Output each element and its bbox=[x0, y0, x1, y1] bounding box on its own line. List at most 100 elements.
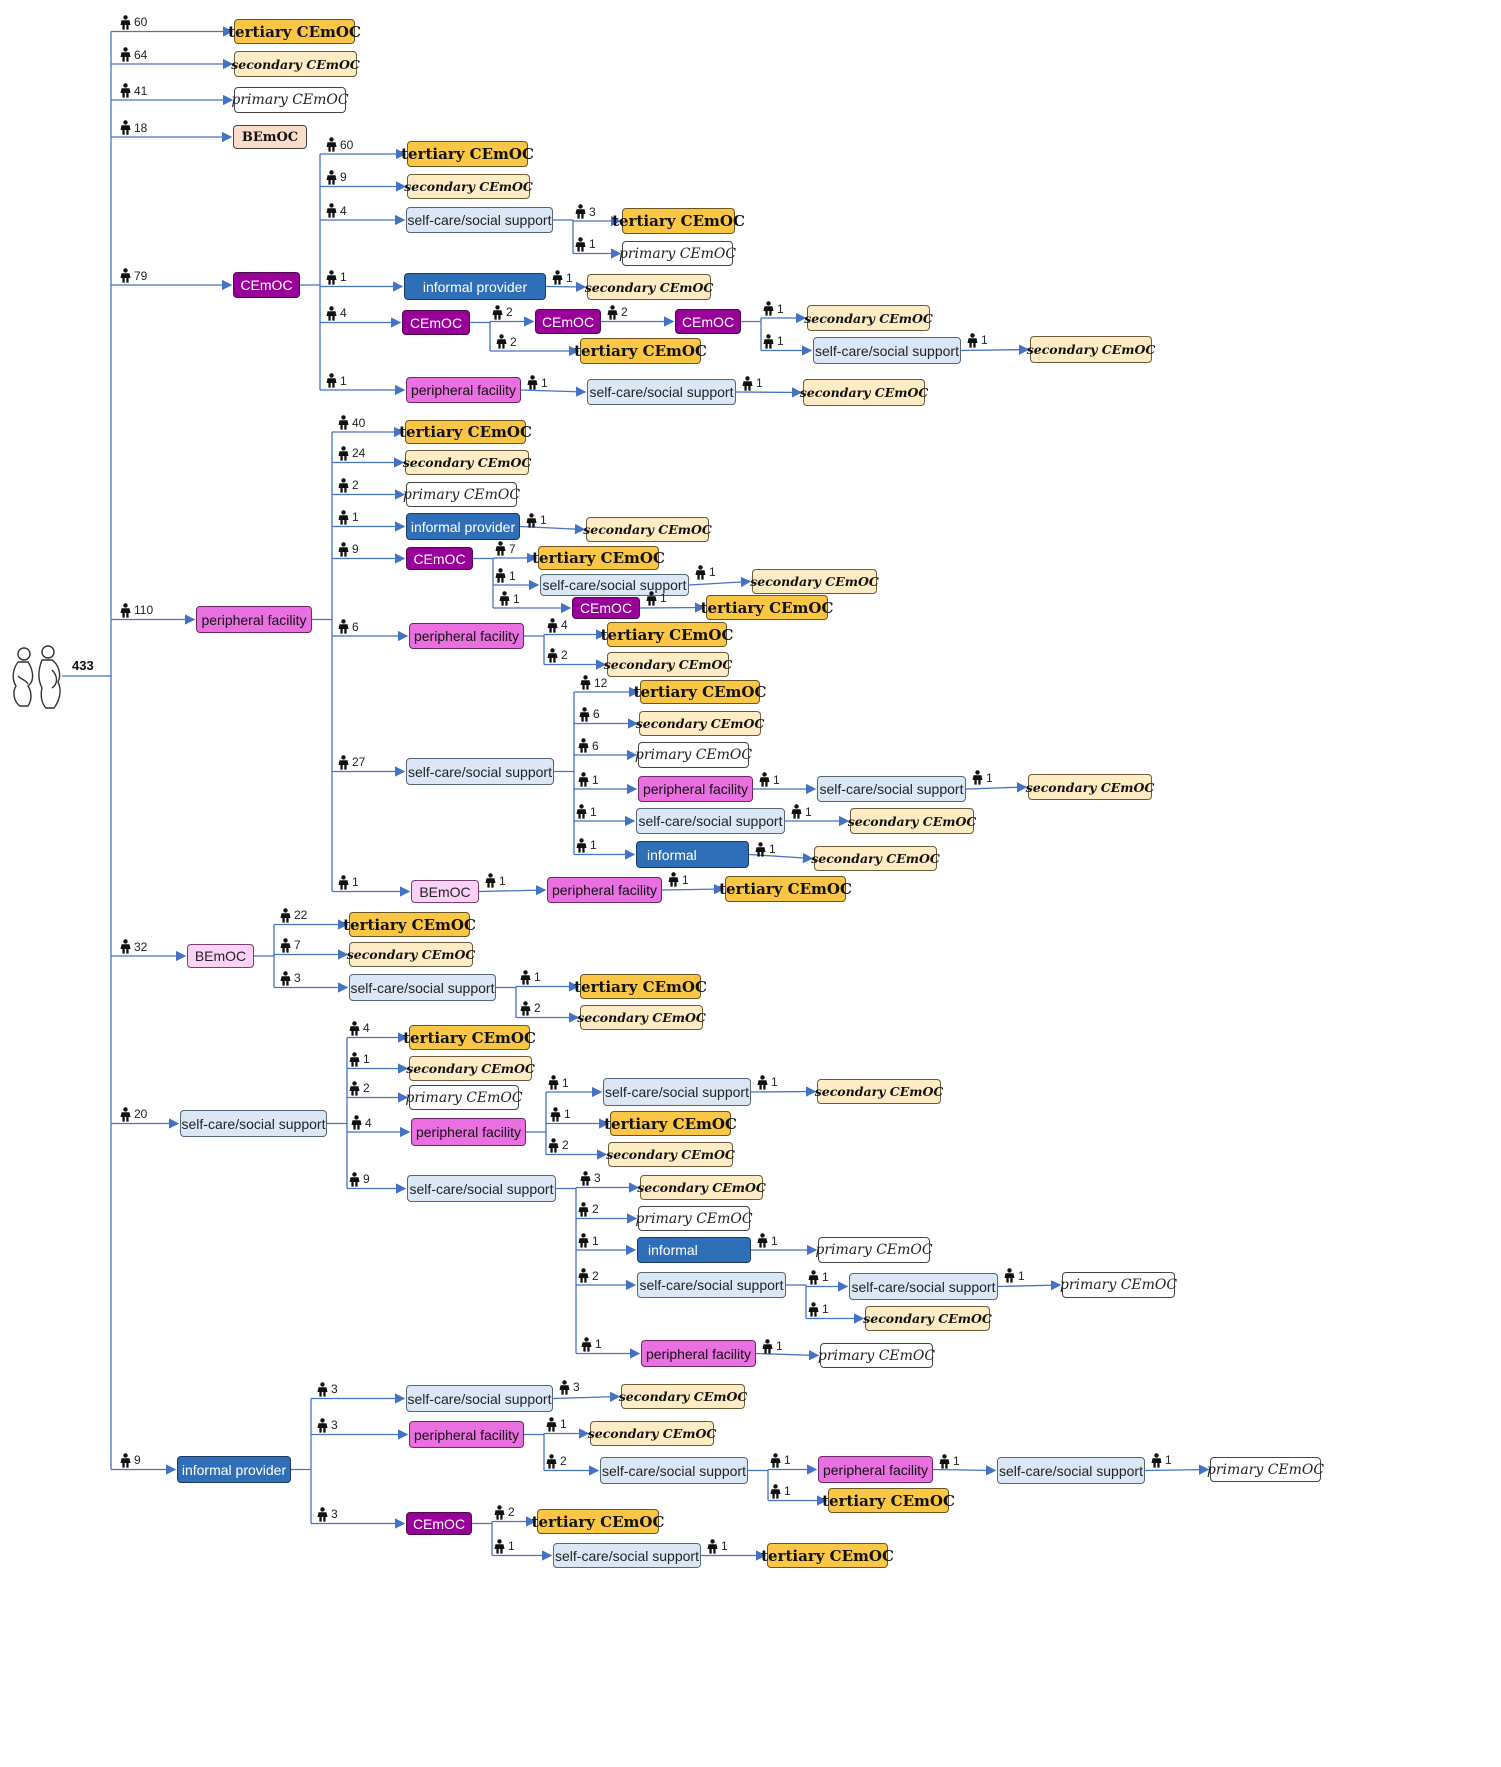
count-value: 4 bbox=[561, 618, 568, 632]
person-icon bbox=[317, 1381, 328, 1397]
count-label-s1: 4 bbox=[349, 1020, 370, 1036]
count-value: 64 bbox=[134, 47, 148, 62]
count-label-p8a1: 1 bbox=[668, 872, 689, 887]
person-icon bbox=[120, 1106, 131, 1122]
node-tertiary-p7a: tertiary CEmOC bbox=[634, 680, 766, 704]
person-icon bbox=[338, 754, 349, 770]
count-value: 7 bbox=[509, 541, 516, 556]
count-value: 3 bbox=[331, 1507, 338, 1521]
person-icon bbox=[120, 268, 131, 283]
node-cemoc-c5: CEmOC bbox=[402, 310, 470, 335]
person-icon bbox=[526, 512, 537, 528]
node-bemoc-b: BEmOC bbox=[187, 944, 254, 968]
count-label-p8a: 1 bbox=[485, 873, 506, 888]
count-value: 1 bbox=[499, 873, 506, 888]
node-cemoc-p5c: CEmOC bbox=[572, 597, 640, 619]
count-value: 1 bbox=[564, 1107, 571, 1121]
node-tertiary-i3b1: tertiary CEmOC bbox=[761, 1543, 894, 1568]
person-icon bbox=[646, 590, 657, 606]
person-icon bbox=[120, 83, 131, 98]
count-value: 32 bbox=[134, 939, 148, 954]
count-label-s3: 2 bbox=[349, 1080, 370, 1096]
count-value: 1 bbox=[777, 334, 784, 348]
node-primary-c3b: primary CEmOC bbox=[619, 241, 736, 266]
person-icon bbox=[546, 1453, 557, 1469]
person-icon bbox=[485, 873, 496, 888]
connector-arrow bbox=[997, 1280, 1062, 1291]
count-label-b1: 22 bbox=[280, 907, 307, 923]
person-icon bbox=[317, 1506, 328, 1522]
count-value: 2 bbox=[592, 1268, 599, 1283]
count-label-b3: 3 bbox=[280, 970, 301, 986]
person-icon bbox=[492, 304, 503, 320]
count-value: 1 bbox=[776, 1339, 783, 1353]
count-label-s4: 4 bbox=[351, 1115, 372, 1130]
person-icon bbox=[578, 738, 589, 753]
count-label-i1a: 3 bbox=[559, 1379, 580, 1395]
count-value: 1 bbox=[513, 591, 520, 606]
count-value: 1 bbox=[773, 772, 780, 787]
node-cemoc-c5a: CEmOC bbox=[535, 309, 601, 334]
count-value: 1 bbox=[822, 1270, 829, 1284]
count-value: 1 bbox=[1165, 1453, 1172, 1467]
count-value: 9 bbox=[134, 1453, 141, 1467]
node-tertiary-p8a1: tertiary CEmOC bbox=[719, 876, 852, 902]
node-primary-a3: primary CEmOC bbox=[231, 87, 349, 113]
node-secondary-c2: secondary CEmOC bbox=[404, 174, 533, 199]
person-icon bbox=[326, 169, 337, 185]
count-value: 3 bbox=[594, 1171, 601, 1185]
node-tertiary-p1: tertiary CEmOC bbox=[399, 420, 532, 444]
count-label-c5a1b1: 1 bbox=[967, 332, 988, 348]
count-value: 2 bbox=[534, 1001, 541, 1015]
count-label-p7e: 1 bbox=[576, 804, 597, 819]
person-icon bbox=[967, 332, 978, 348]
count-label-i: 9 bbox=[120, 1452, 141, 1468]
node-secondary-c4a: secondary CEmOC bbox=[585, 274, 713, 300]
count-label-c4a: 1 bbox=[552, 270, 573, 285]
node-selfcare-p5b: self-care/social support bbox=[540, 574, 689, 596]
person-icon bbox=[338, 874, 349, 890]
person-icon bbox=[576, 804, 587, 819]
person-icon bbox=[499, 591, 510, 606]
count-value: 110 bbox=[134, 603, 154, 617]
node-cemoc-i3: CEmOC bbox=[406, 1512, 472, 1535]
count-label-i2b: 2 bbox=[546, 1453, 567, 1469]
count-value: 7 bbox=[294, 938, 301, 952]
node-tertiary-b1: tertiary CEmOC bbox=[343, 912, 476, 937]
count-value: 1 bbox=[509, 568, 516, 583]
node-selfcare-s5: self-care/social support bbox=[407, 1175, 556, 1202]
count-value: 60 bbox=[134, 15, 148, 29]
node-secondary-c5a1b1: secondary CEmOC bbox=[1027, 336, 1155, 363]
count-label-c1: 60 bbox=[326, 137, 353, 152]
count-value: 60 bbox=[340, 137, 354, 152]
person-icon bbox=[972, 770, 983, 785]
node-primary-i2b1a1: primary CEmOC bbox=[1207, 1457, 1324, 1482]
count-label-s5b: 2 bbox=[578, 1201, 599, 1217]
count-value: 1 bbox=[771, 1233, 778, 1248]
person-icon bbox=[280, 970, 291, 986]
count-label-s5d2: 1 bbox=[808, 1301, 829, 1317]
node-primary-s5d1a: primary CEmOC bbox=[1060, 1272, 1177, 1298]
person-icon bbox=[120, 120, 131, 135]
person-icon bbox=[742, 375, 753, 391]
person-icon bbox=[338, 477, 349, 493]
count-label-p7f: 1 bbox=[576, 837, 597, 853]
total-count: 433 bbox=[72, 658, 94, 673]
person-icon bbox=[546, 1416, 557, 1432]
count-value: 2 bbox=[508, 1505, 515, 1519]
count-value: 6 bbox=[592, 738, 599, 753]
node-secondary-s5a: secondary CEmOC bbox=[637, 1175, 766, 1200]
count-value: 2 bbox=[363, 1081, 370, 1095]
count-value: 4 bbox=[340, 203, 347, 218]
node-selfcare-c6a: self-care/social support bbox=[587, 379, 736, 405]
count-label-c5a1b: 1 bbox=[763, 333, 784, 349]
count-label-i2b1a: 1 bbox=[939, 1453, 960, 1469]
count-value: 1 bbox=[953, 1454, 960, 1468]
count-label-c5a1: 2 bbox=[607, 304, 628, 320]
person-icon bbox=[120, 1452, 131, 1468]
node-peripheral-s4: peripheral facility bbox=[411, 1118, 526, 1146]
count-label-p7e1: 1 bbox=[791, 804, 812, 819]
node-primary-p3: primary CEmOC bbox=[403, 482, 520, 507]
count-label-p7a: 12 bbox=[580, 675, 607, 690]
node-tertiary-i2b2: tertiary CEmOC bbox=[822, 1488, 955, 1513]
